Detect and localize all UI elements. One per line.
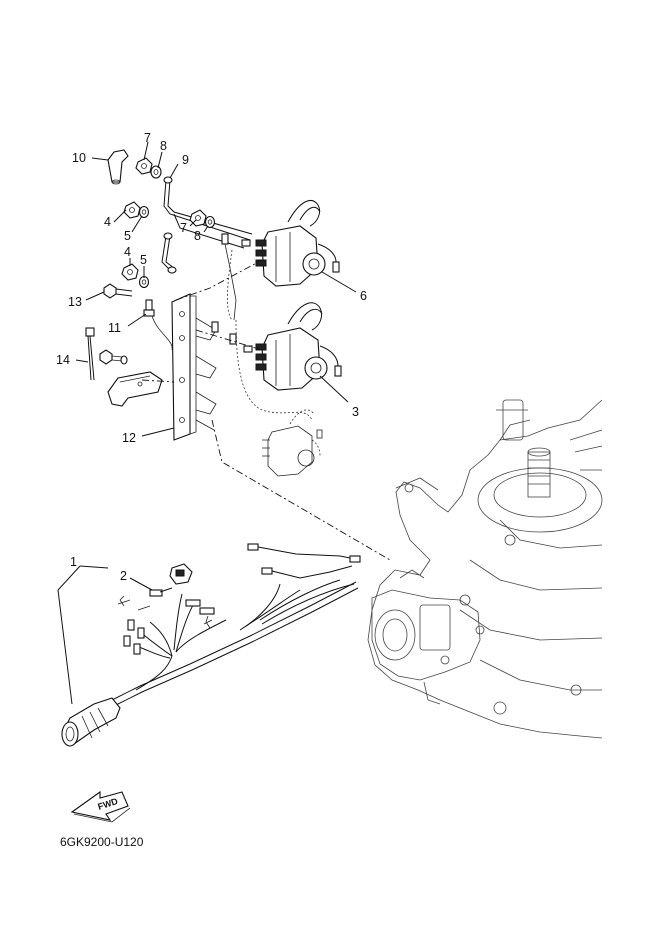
- callout-14: 14: [56, 353, 70, 367]
- ignition-coil-upper: [241, 200, 340, 287]
- callout-3: 3: [352, 405, 359, 419]
- engine-block-outline: [367, 399, 603, 739]
- callout-5-lower: 5: [140, 253, 147, 267]
- callout-12: 12: [122, 431, 136, 445]
- callout-1: 1: [70, 555, 77, 569]
- reference-coil-ghost: [226, 249, 323, 477]
- callout-2: 2: [120, 569, 127, 583]
- callout-6: 6: [360, 289, 367, 303]
- callout-8-lower: 8: [194, 229, 201, 243]
- callout-8-upper: 8: [160, 139, 167, 153]
- callout-labels: 1 2 3 4 4 5 5 6 7 7 8 8 9 10 11 12 13 14: [56, 131, 367, 583]
- callout-11: 11: [108, 321, 121, 335]
- diagram-code: 6GK9200-U120: [60, 835, 144, 849]
- leader-lines: [57, 141, 391, 705]
- callout-5-upper: 5: [124, 229, 131, 243]
- coil-bracket: [171, 293, 217, 441]
- forward-arrow-icon: FWD: [70, 790, 131, 823]
- callout-7-upper: 7: [144, 131, 151, 145]
- callout-4-lower: 4: [124, 245, 131, 259]
- callout-7-lower: 7: [180, 221, 187, 235]
- wire-harness: [61, 543, 361, 747]
- callout-10: 10: [72, 151, 86, 165]
- callout-13: 13: [68, 295, 82, 309]
- callout-9: 9: [182, 153, 189, 167]
- callout-4-upper: 4: [104, 215, 111, 229]
- hardware: [85, 149, 253, 407]
- ignition-coil-lower: [243, 302, 342, 391]
